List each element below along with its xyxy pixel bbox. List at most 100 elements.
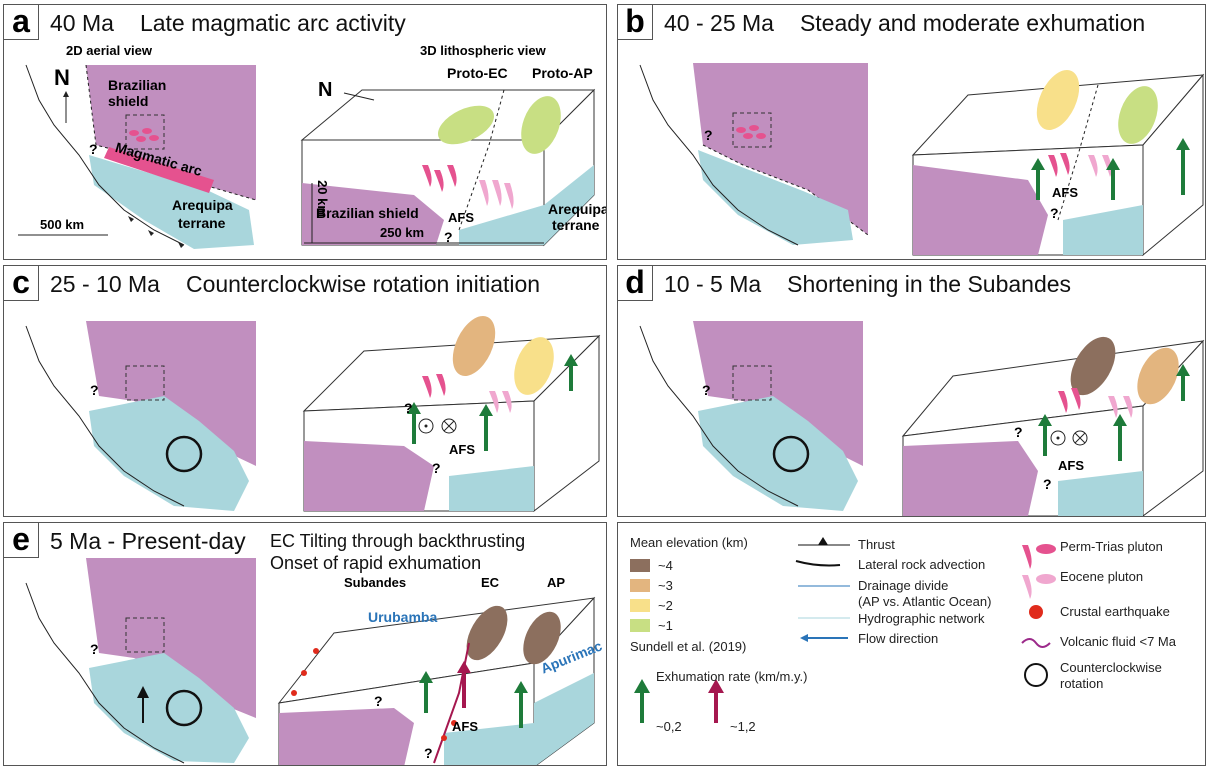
panel-title: 10 - 5 Ma Shortening in the Subandes	[664, 271, 1097, 298]
panel-letter: c	[4, 266, 39, 301]
elev-label-1: ~1	[658, 618, 673, 633]
panel-age: 40 Ma	[50, 10, 114, 36]
panel-age: 40 - 25 Ma	[664, 10, 774, 36]
elev-label-4: ~4	[658, 558, 673, 573]
question-mark: ?	[432, 460, 441, 476]
perm-label: Perm-Trias pluton	[1060, 539, 1163, 554]
advection-symbol	[795, 560, 841, 567]
exh-title: Exhumation rate (km/m.y.)	[656, 669, 808, 684]
low-exhumation-arrow	[634, 679, 650, 723]
question-mark: ?	[702, 382, 711, 398]
terrane-label-1: Arequipa	[172, 197, 233, 213]
question-mark: ?	[1050, 205, 1059, 221]
ccw-label-1: Counterclockwise	[1060, 660, 1162, 675]
high-exhumation-arrow	[708, 679, 724, 723]
north-label-3d: N	[318, 79, 333, 101]
north-label: N	[54, 65, 70, 90]
divide-label-2: (AP vs. Atlantic Ocean)	[858, 594, 992, 609]
proto-ec-label: Proto-EC	[447, 65, 508, 81]
fluid-label: Volcanic fluid <7 Ma	[1060, 634, 1176, 649]
elev-label-2: ~2	[658, 598, 673, 613]
afs-label: AFS	[452, 719, 478, 734]
panel-title: 5 Ma - Present-day	[50, 528, 272, 555]
afs-label: AFS	[1058, 458, 1084, 473]
panel-e: e 5 Ma - Present-day EC Tilting through …	[3, 522, 607, 766]
question-mark: ?	[1014, 424, 1023, 440]
question-mark: ?	[90, 641, 99, 657]
afs-label: AFS	[449, 442, 475, 457]
question-mark: ?	[374, 693, 383, 709]
exh-low-label: ~0,2	[656, 719, 682, 734]
question-mark: ?	[444, 229, 453, 245]
legend-panel: Mean elevation (km) ~4 ~3 ~2 ~1 Sundell …	[617, 522, 1206, 766]
panel-title-text-2: Onset of rapid exhumation	[270, 553, 482, 573]
terrane-label-3d-2: terrane	[552, 217, 600, 233]
panel-b-drawing	[639, 63, 1205, 257]
panel-title: 25 - 10 Ma Counterclockwise rotation init…	[50, 271, 566, 298]
panel-title-text: Steady and moderate exhumation	[799, 10, 1146, 36]
shield-label-3d: Brazilian shield	[316, 205, 419, 221]
question-mark: ?	[404, 400, 413, 416]
panel-age: 10 - 5 Ma	[664, 271, 762, 297]
litho-view-label: 3D lithospheric view	[420, 43, 546, 58]
question-mark: ?	[90, 382, 99, 398]
divide-label-1: Drainage divide	[858, 578, 949, 593]
terrane-label-3d-1: Arequipa	[548, 201, 607, 217]
panel-age: 5 Ma - Present-day	[50, 528, 246, 554]
panel-letter: b	[618, 5, 653, 40]
panel-e-drawing	[25, 558, 596, 765]
panel-letter: a	[4, 5, 39, 40]
fluid-symbol	[1021, 638, 1051, 648]
ec-label: EC	[481, 575, 500, 590]
panel-title-text: Shortening in the Subandes	[787, 271, 1072, 297]
perm-pluton-symbol	[1022, 545, 1032, 569]
panel-a-drawing	[18, 64, 596, 249]
elev-title: Mean elevation (km)	[630, 535, 748, 550]
panel-age: 25 - 10 Ma	[50, 271, 160, 297]
panel-title-text-1: EC Tilting through backthrusting	[270, 531, 526, 551]
panel-letter: e	[4, 523, 39, 558]
elev-swatch-1	[630, 619, 650, 632]
width-label: 250 km	[380, 225, 425, 240]
afs-label: AFS	[1052, 185, 1078, 200]
panel-title-text: Counterclockwise rotation initiation	[185, 271, 541, 297]
aerial-view-label: 2D aerial view	[66, 43, 152, 58]
shield-label: Brazilian shield	[108, 77, 167, 109]
elev-swatch-4	[630, 559, 650, 572]
panel-c: c 25 - 10 Ma Counterclockwise rotation in…	[3, 265, 607, 517]
terrane-label-2: terrane	[178, 215, 226, 231]
panel-title: 40 - 25 Ma Steady and moderate exhumation	[664, 10, 1171, 37]
panel-d-drawing	[639, 321, 1205, 516]
ccw-symbol	[1024, 663, 1048, 687]
earthquake-symbol	[1029, 605, 1043, 619]
panel-title: 40 Ma Late magmatic arc activity	[50, 10, 432, 37]
elev-swatch-3	[630, 579, 650, 592]
eocene-pluton-symbol	[1022, 575, 1032, 599]
elev-label-3: ~3	[658, 578, 673, 593]
eocene-label: Eocene pluton	[1060, 569, 1144, 584]
question-mark: ?	[89, 141, 98, 157]
source-label: Sundell et al. (2019)	[630, 639, 747, 654]
proto-ap-label: Proto-AP	[532, 65, 593, 81]
scale-label: 500 km	[40, 217, 85, 232]
question-mark: ?	[424, 745, 433, 761]
question-mark: ?	[704, 127, 713, 143]
thrust-label: Thrust	[858, 537, 895, 552]
subandes-label: Subandes	[344, 575, 407, 590]
ap-label: AP	[547, 575, 566, 590]
afs-label: AFS	[448, 210, 474, 225]
hydro-label: Hydrographic network	[858, 611, 985, 626]
panel-c-drawing	[25, 316, 601, 513]
panel-title-text: Late magmatic arc activity	[139, 10, 406, 36]
elev-swatch-2	[630, 599, 650, 612]
legend-symbols	[630, 537, 1056, 723]
panel-letter: d	[618, 266, 653, 301]
exh-high-label: ~1,2	[730, 719, 756, 734]
quake-label: Crustal earthquake	[1060, 604, 1170, 619]
question-mark: ?	[1043, 476, 1052, 492]
urubamba-label: Urubamba	[368, 609, 438, 625]
flow-label: Flow direction	[858, 631, 939, 646]
ccw-label-2: rotation	[1060, 676, 1104, 691]
advection-label: Lateral rock advection	[858, 557, 986, 572]
